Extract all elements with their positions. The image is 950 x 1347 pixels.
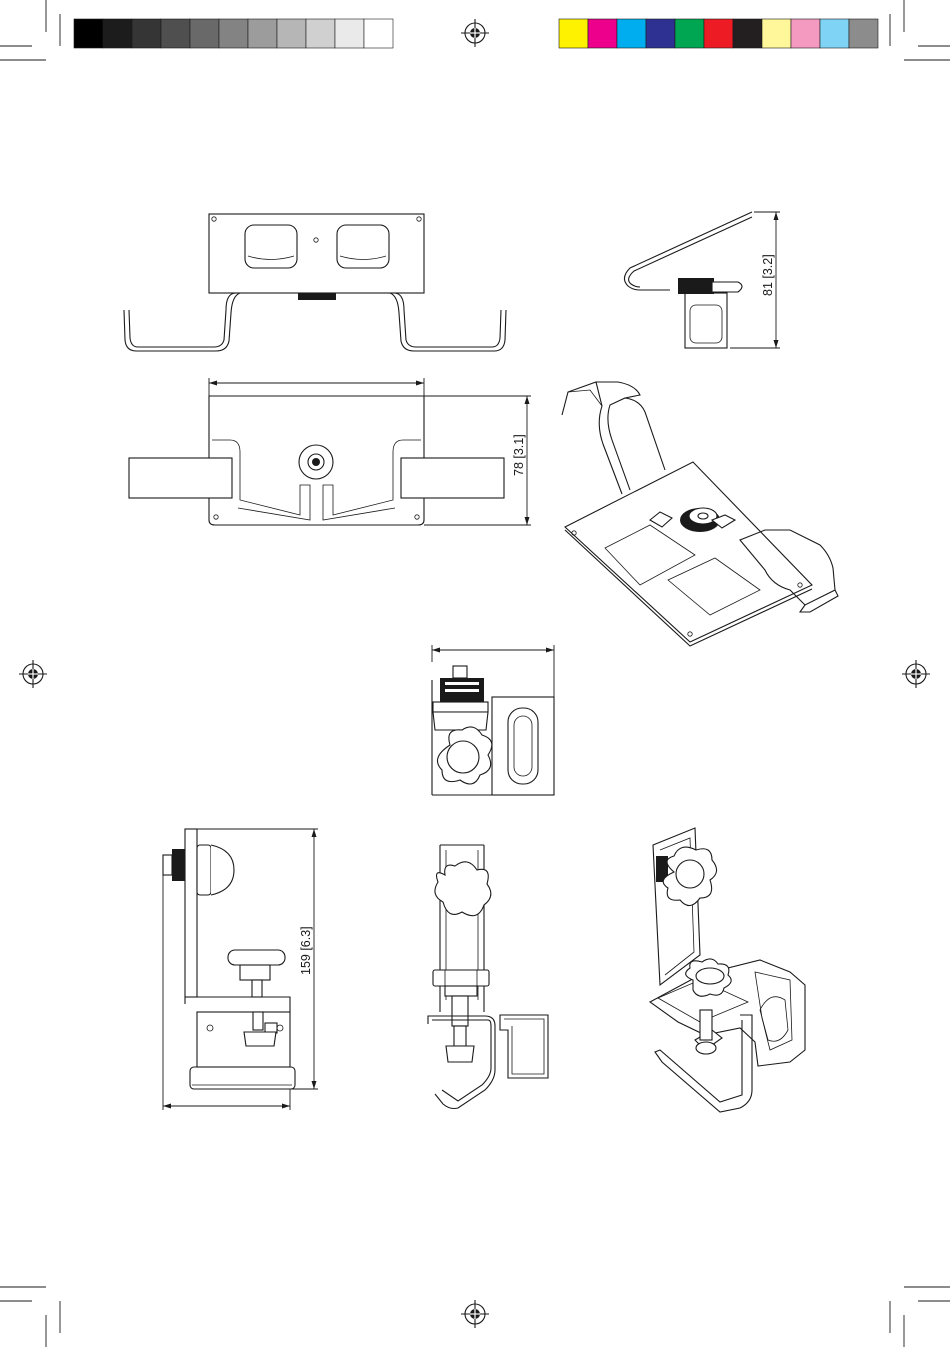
clamp-front-view <box>428 845 548 1109</box>
color-calibration-bar <box>559 19 878 48</box>
gray-swatch <box>103 19 132 48</box>
gray-swatch <box>219 19 248 48</box>
color-swatch <box>704 19 733 48</box>
color-swatch <box>559 19 588 48</box>
color-swatch <box>588 19 617 48</box>
plate-front-view <box>124 214 506 351</box>
registration-mark-bottom <box>461 1300 489 1328</box>
gray-swatch <box>161 19 190 48</box>
gray-swatch <box>190 19 219 48</box>
side-view: 81 [3.2] <box>624 212 780 348</box>
plate-isometric-view <box>562 382 838 646</box>
color-swatch <box>646 19 675 48</box>
plate-height-dimension: 78 [3.1] <box>512 434 526 476</box>
registration-mark-left <box>19 660 47 688</box>
color-swatch <box>849 19 878 48</box>
registration-mark-right <box>902 660 930 688</box>
grayscale-calibration-bar <box>74 19 393 48</box>
gray-swatch <box>74 19 103 48</box>
color-swatch <box>762 19 791 48</box>
clamp-isometric-view <box>650 828 805 1112</box>
gray-swatch <box>306 19 335 48</box>
gray-swatch <box>277 19 306 48</box>
color-swatch <box>820 19 849 48</box>
plate-top-view: 78 [3.1] <box>129 378 531 525</box>
gray-swatch <box>132 19 161 48</box>
gray-swatch <box>335 19 364 48</box>
side-height-dimension: 81 [3.2] <box>761 254 775 296</box>
color-swatch <box>617 19 646 48</box>
color-swatch <box>733 19 762 48</box>
clamp-height-dimension: 159 [6.3] <box>299 926 313 975</box>
clamp-top-view <box>432 645 554 795</box>
color-swatch <box>791 19 820 48</box>
gray-swatch <box>364 19 393 48</box>
color-swatch <box>675 19 704 48</box>
gray-swatch <box>248 19 277 48</box>
registration-mark-top <box>461 19 489 47</box>
clamp-side-view: 159 [6.3] <box>163 829 318 1110</box>
